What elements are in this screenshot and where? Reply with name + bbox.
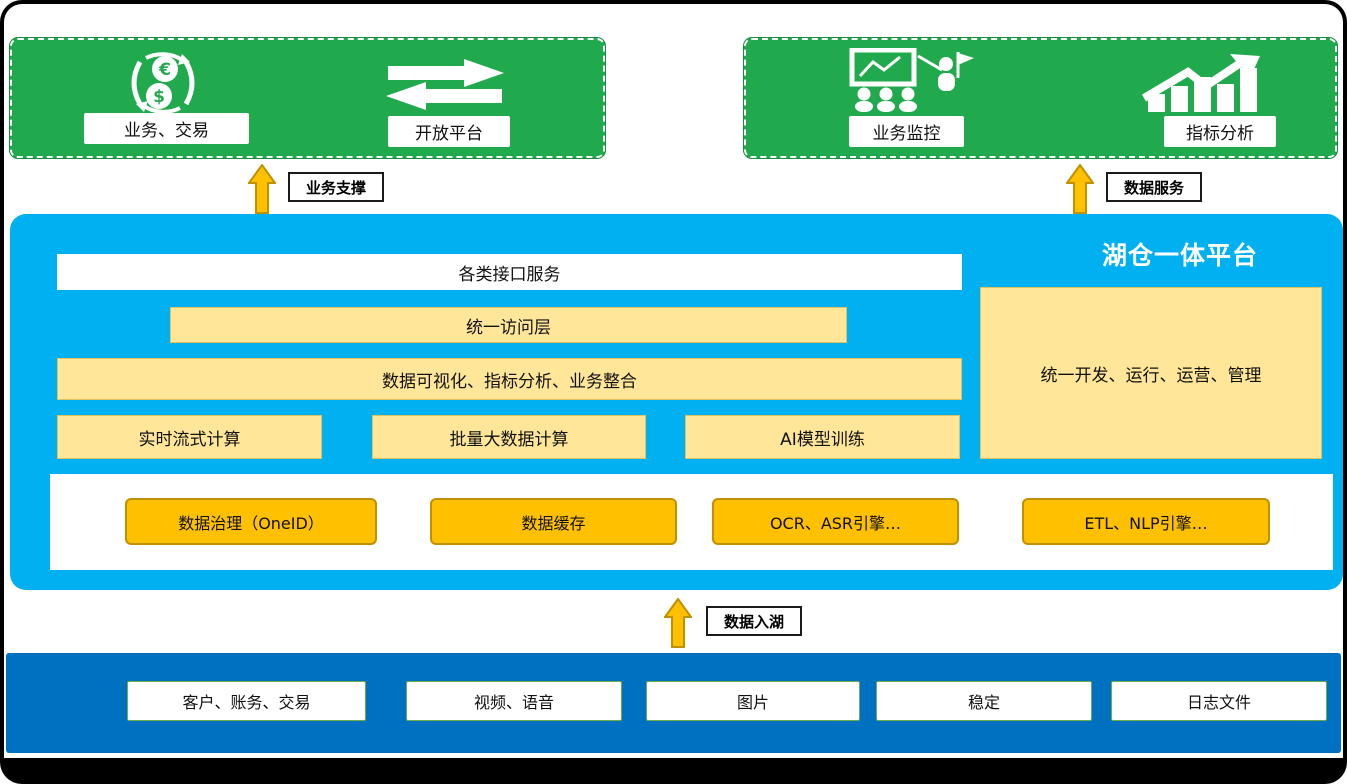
- source-stable: 稳定: [876, 681, 1092, 721]
- ocr-asr-engine-box: OCR、ASR引擎…: [712, 498, 959, 545]
- business-support-arrow-icon: [247, 163, 277, 214]
- realtime-stream-compute-box: 实时流式计算: [57, 415, 322, 459]
- data-ingest-arrow-icon: [663, 597, 693, 648]
- data-sources-bar: 客户、账务、交易 视频、语音 图片 稳定 日志文件: [6, 653, 1341, 753]
- source-video-audio: 视频、语音: [406, 681, 622, 721]
- engines-panel: 数据治理（OneID） 数据缓存 OCR、ASR引擎… ETL、NLP引擎…: [50, 474, 1333, 570]
- data-ingest-label: 数据入湖: [706, 606, 803, 636]
- business-monitor-label: 业务监控: [849, 116, 964, 147]
- presentation-audience-icon: [846, 47, 976, 116]
- batch-bigdata-compute-box: 批量大数据计算: [372, 415, 646, 459]
- business-transaction-group: € $ 业务、交易 开放平台: [10, 38, 605, 158]
- source-image: 图片: [646, 681, 860, 721]
- interface-services-layer: 各类接口服务: [57, 254, 962, 290]
- source-customer-account-transaction: 客户、账务、交易: [127, 681, 366, 721]
- unified-management-box: 统一开发、运行、运营、管理: [980, 287, 1322, 459]
- bar-chart-growth-icon: [1138, 54, 1264, 116]
- source-log-file: 日志文件: [1111, 681, 1327, 721]
- unified-access-layer: 统一访问层: [170, 307, 847, 343]
- data-governance-box: 数据治理（OneID）: [125, 498, 377, 545]
- business-transaction-label: 业务、交易: [84, 113, 249, 144]
- data-cache-box: 数据缓存: [430, 498, 677, 545]
- visualization-layer: 数据可视化、指标分析、业务整合: [57, 358, 962, 400]
- bidirectional-arrows-icon: [380, 58, 510, 114]
- data-service-label: 数据服务: [1106, 172, 1203, 202]
- business-support-label: 业务支撑: [288, 172, 385, 202]
- data-service-arrow-icon: [1065, 163, 1095, 214]
- open-platform-label: 开放平台: [388, 116, 510, 147]
- lakehouse-platform: 湖仓一体平台 各类接口服务 统一访问层 数据可视化、指标分析、业务整合 实时流式…: [10, 214, 1343, 590]
- metric-analysis-label: 指标分析: [1164, 116, 1276, 147]
- svg-text:$: $: [153, 87, 165, 107]
- currency-exchange-icon: € $: [110, 52, 214, 118]
- platform-title: 湖仓一体平台: [1101, 241, 1258, 270]
- monitor-analysis-group: 业务监控 指标分析: [744, 38, 1337, 158]
- svg-text:€: €: [158, 60, 171, 80]
- etl-nlp-engine-box: ETL、NLP引擎…: [1022, 498, 1270, 545]
- ai-model-training-box: AI模型训练: [685, 415, 960, 459]
